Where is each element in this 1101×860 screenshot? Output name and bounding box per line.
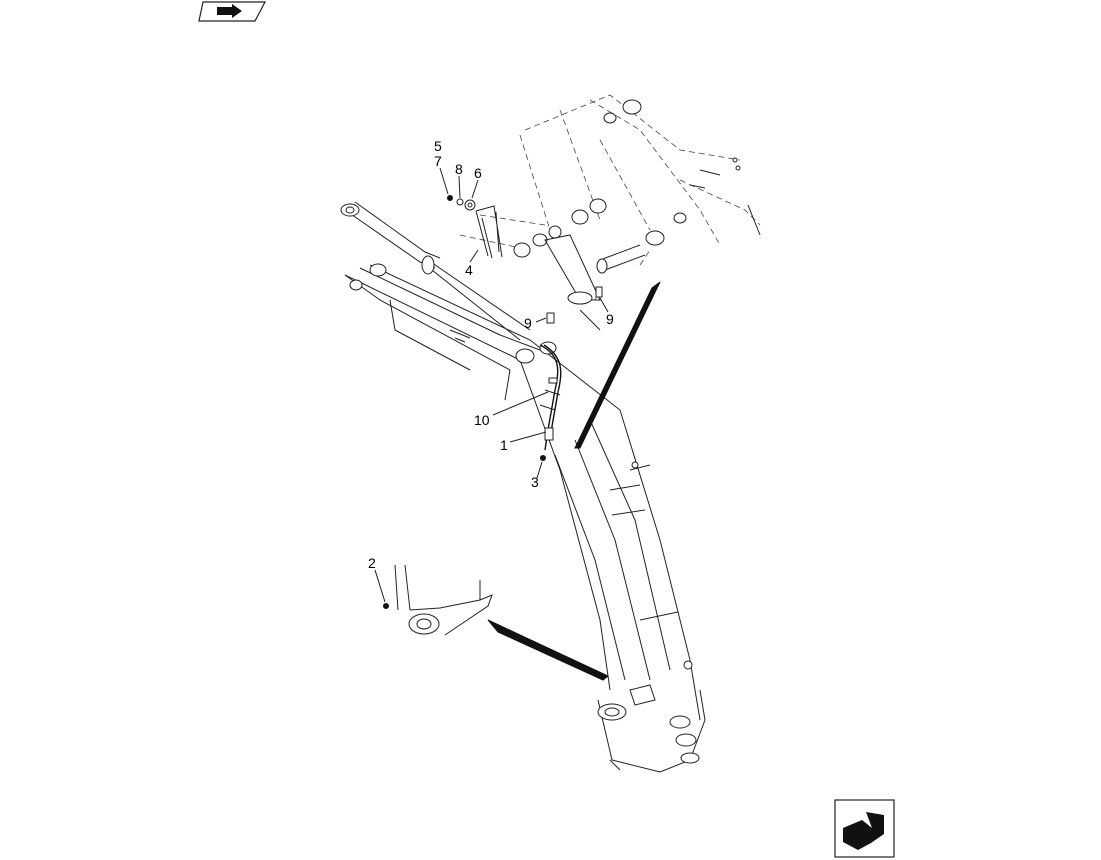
callout-3: 3 [531,474,539,490]
callout-2: 2 [368,555,376,571]
callout-9-left: 9 [524,315,532,331]
previous-page-arrow-icon[interactable] [198,1,266,22]
callout-10: 10 [474,412,490,428]
callout-4: 4 [465,262,473,278]
boom-assembly [344,264,706,773]
leader-lines [374,167,609,603]
grease-fitting [540,455,546,461]
grease-hose [539,344,562,451]
detail-pointer-wedges [487,281,661,681]
callout-9-right: 9 [606,311,614,327]
arm-assembly [340,201,561,411]
detail-cylinder-end [383,564,493,636]
callout-1: 1 [500,437,508,453]
next-page-arrow-icon[interactable] [834,799,895,858]
callout-6: 6 [474,165,482,181]
callout-5: 5 [434,138,442,154]
bucket-linkage [459,94,761,331]
callout-8: 8 [455,161,463,177]
hose-clamps [546,286,603,324]
callout-7: 7 [434,153,442,169]
bracket-parts [447,195,503,259]
